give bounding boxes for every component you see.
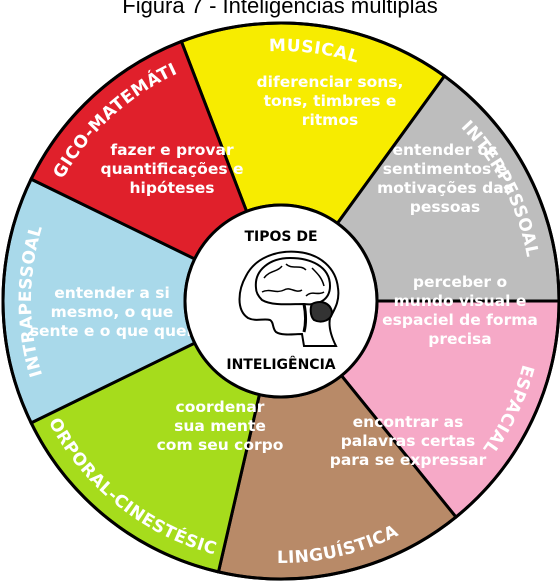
description-line: mundo visual e (394, 292, 527, 310)
description-line: sentimentos e (383, 160, 507, 178)
description-line: tons, timbres e (264, 92, 397, 110)
description-line: espaciel de forma (382, 311, 538, 329)
brain-head-profile-icon (238, 250, 340, 347)
description-line: entender os (392, 141, 497, 159)
center-circle: TIPOS DE INTELIGÊNCIA (183, 203, 379, 399)
description-line: quantificações e (101, 160, 244, 178)
description-line: palavras certas (341, 432, 476, 450)
figure-caption: Figura 7 - Inteligências múltiplas (122, 0, 438, 18)
center-title-top: TIPOS DE (244, 229, 317, 245)
description-line: precisa (428, 330, 491, 348)
description-line: entender a si (54, 284, 170, 302)
description-line: sente e o que quer (30, 322, 195, 340)
description-line: fazer e provar (110, 141, 234, 159)
description-line: motivações das (377, 179, 513, 197)
description-line: sua mente (174, 417, 266, 435)
description-line: com seu corpo (157, 436, 284, 454)
description-line: ritmos (302, 111, 358, 129)
description-line: para se expressar (330, 451, 487, 469)
description-line: hipóteses (130, 179, 215, 197)
center-title-bottom: INTELIGÊNCIA (226, 356, 335, 373)
description-line: diferenciar sons, (257, 73, 404, 91)
description-line: encontrar as (353, 413, 464, 431)
description-line: coordenar (176, 398, 265, 416)
description-line: mesmo, o que (51, 303, 174, 321)
wheel-outer-border (1, 21, 560, 581)
description-line: perceber o (413, 273, 507, 291)
description-line: pessoas (410, 198, 480, 216)
